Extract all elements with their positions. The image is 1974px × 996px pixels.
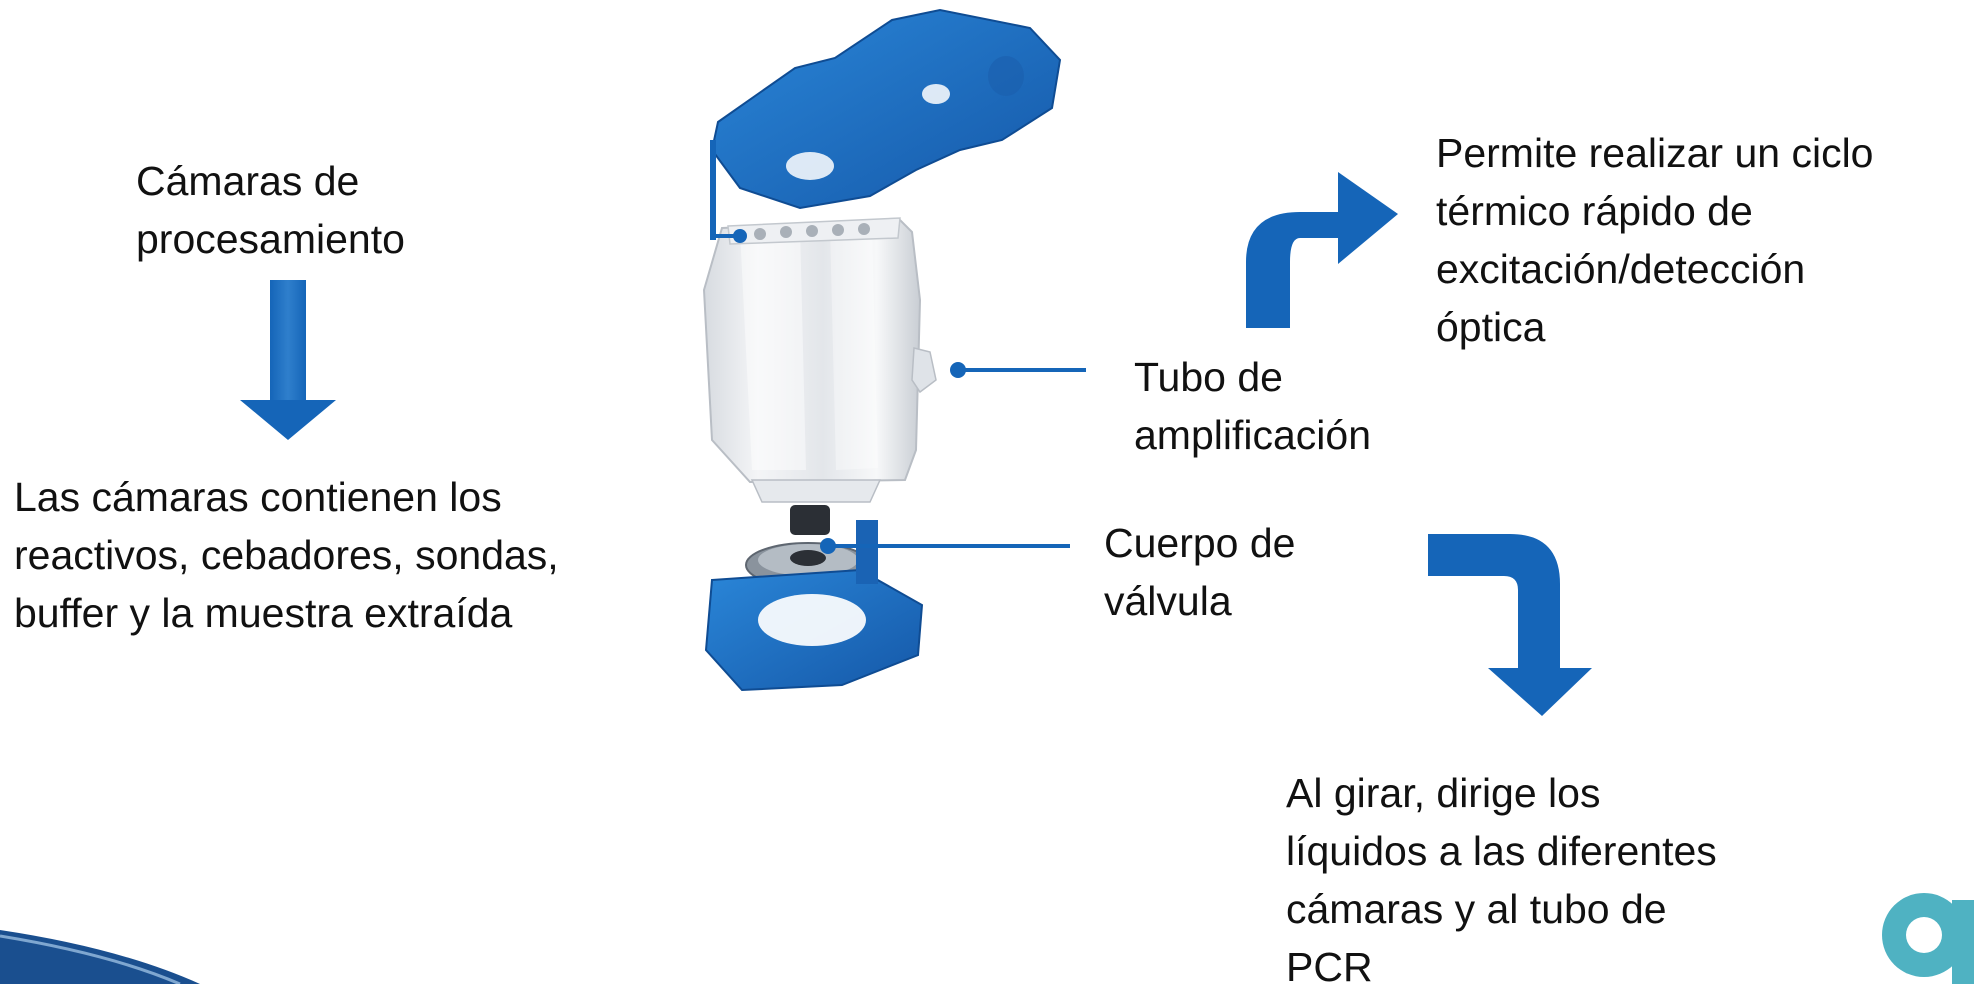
label-chambers-contain: Las cámaras contienen los reactivos, ceb… (14, 474, 559, 636)
corner-swoosh (0, 930, 200, 984)
cartridge-body (702, 218, 922, 484)
label-valve-body: Cuerpo de válvula (1104, 520, 1296, 624)
arrow-down-icon (240, 280, 336, 440)
logo-fragment (1882, 893, 1974, 984)
label-rotation: Al girar, dirige los líquidos a las dife… (1286, 770, 1717, 990)
label-amplification-tube: Tubo de amplificación (1134, 354, 1371, 458)
curved-arrow-up-right-icon (1246, 172, 1398, 328)
label-processing-chambers: Cámaras de procesamiento (136, 158, 405, 262)
cartridge-illustration (702, 8, 1062, 692)
curved-arrow-right-down-icon (1428, 534, 1592, 716)
leader-lines (712, 229, 1086, 554)
label-thermal-cycle: Permite realizar un ciclo térmico rápido… (1436, 130, 1874, 350)
cartridge-lid (710, 8, 1062, 210)
